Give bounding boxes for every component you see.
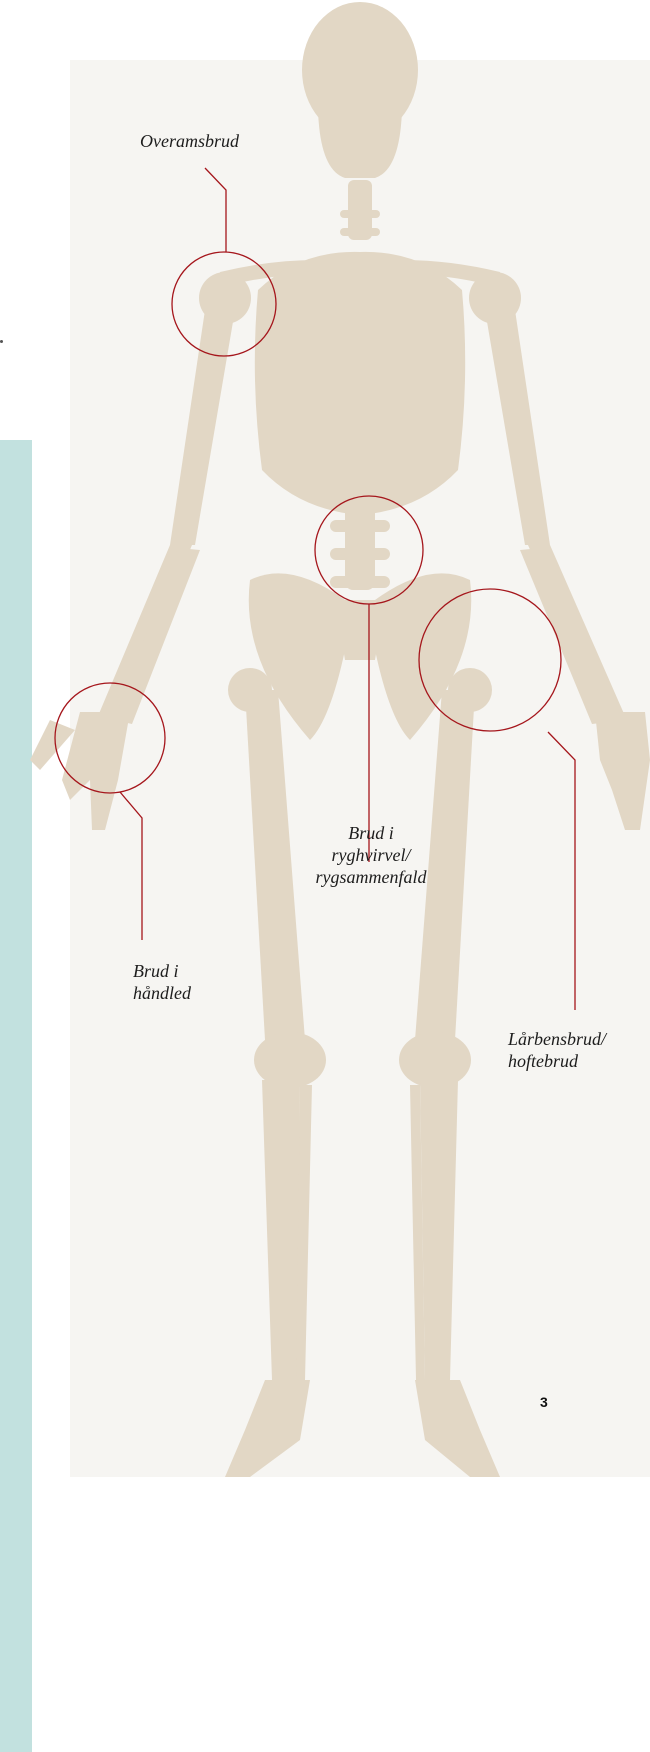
label-spine-fracture: Brud i ryghvirvel/ rygsammenfald (296, 822, 446, 888)
label-upper-arm-fracture: Overamsbrud (140, 130, 239, 152)
skeleton-bones (30, 2, 650, 1477)
leader-line-hip (548, 732, 575, 1010)
leader-line-wrist (120, 792, 142, 940)
leader-line-shoulder (205, 168, 226, 252)
label-hip-fracture: Lårbensbrud/ hoftebrud (508, 1028, 606, 1072)
skeleton-illustration (0, 0, 650, 1477)
page-number: 3 (540, 1394, 548, 1410)
label-wrist-fracture: Brud i håndled (133, 960, 191, 1004)
